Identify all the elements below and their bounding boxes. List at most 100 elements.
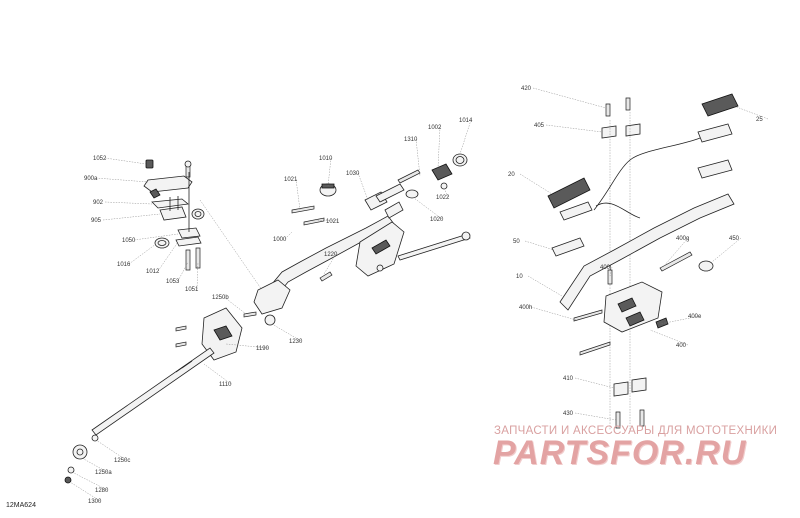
part-housing-boss bbox=[376, 264, 384, 272]
assembly-axis bbox=[199, 199, 263, 291]
part-410-clamp-a bbox=[613, 381, 629, 397]
callout-label-50: 50 bbox=[513, 239, 520, 245]
part-column-joint bbox=[253, 279, 291, 315]
callout-label-1051: 1051 bbox=[185, 287, 199, 293]
callout-leader bbox=[284, 231, 293, 240]
part-1220-bolt bbox=[319, 271, 333, 282]
callout-label-1012: 1012 bbox=[146, 269, 160, 275]
callout-leader bbox=[711, 237, 742, 263]
callout-leader bbox=[69, 481, 101, 502]
callout-leader bbox=[196, 261, 199, 290]
callout-label-450: 450 bbox=[729, 236, 740, 242]
part-1052-nut bbox=[145, 159, 154, 169]
callout-leader bbox=[649, 329, 689, 346]
callout-label-1021: 1021 bbox=[284, 177, 298, 183]
callout-label-1030: 1030 bbox=[346, 171, 360, 177]
part-450-cap bbox=[698, 260, 714, 272]
part-1250c-nut bbox=[91, 434, 99, 442]
right-handlebar-assembly bbox=[547, 93, 739, 430]
callout-leader bbox=[545, 124, 603, 133]
callout-leader bbox=[157, 241, 179, 272]
callout-label-25: 25 bbox=[756, 117, 763, 123]
callout-label-1016: 1016 bbox=[117, 262, 131, 268]
part-1250a-ball-joint-hole bbox=[76, 448, 84, 456]
part-1110-shaft bbox=[91, 347, 215, 436]
callout-leader bbox=[95, 177, 149, 183]
part-1002-clamp bbox=[431, 163, 453, 181]
part-400-detail-a bbox=[617, 297, 637, 313]
callout-leader bbox=[104, 157, 147, 165]
callout-leader bbox=[225, 343, 269, 349]
part-400e-spring bbox=[655, 317, 669, 329]
callout-label-400e: 400e bbox=[688, 314, 702, 320]
part-50-insert bbox=[551, 237, 585, 257]
callout-label-1190: 1190 bbox=[256, 346, 270, 352]
callout-label-400h: 400h bbox=[519, 305, 532, 311]
callout-leader bbox=[519, 173, 553, 195]
part-405-clamp-a bbox=[601, 125, 617, 139]
callout-label-1053: 1053 bbox=[166, 279, 180, 285]
callout-label-1250c: 1250c bbox=[114, 458, 130, 464]
callout-label-1052: 1052 bbox=[93, 156, 107, 162]
part-tie-rod-end bbox=[461, 231, 471, 241]
callout-labels: 1052900a90290510501010103013101002101410… bbox=[84, 86, 763, 505]
callout-label-902: 902 bbox=[93, 200, 104, 206]
part-405-clamp-b bbox=[625, 123, 641, 137]
part-1021-bolt-a bbox=[291, 205, 315, 214]
callout-label-410: 410 bbox=[563, 376, 574, 382]
callout-leader bbox=[663, 237, 689, 267]
part-grip-insert bbox=[697, 159, 733, 179]
part-bolt-lower bbox=[579, 341, 611, 356]
part-1230-bushing bbox=[264, 314, 276, 326]
callout-leader bbox=[128, 243, 157, 265]
callout-label-1021: 1021 bbox=[326, 219, 340, 225]
callout-label-905: 905 bbox=[91, 218, 102, 224]
part-20-grip bbox=[547, 177, 591, 209]
callout-label-1250b: 1250b bbox=[212, 295, 229, 301]
callout-label-420: 420 bbox=[521, 86, 532, 92]
part-1021-bolt-b bbox=[303, 217, 325, 226]
part-grip-sleeve bbox=[559, 201, 593, 221]
callout-label-1250a: 1250a bbox=[95, 470, 112, 476]
part-900a-bracket bbox=[143, 175, 193, 193]
part-small-bolt-a bbox=[175, 325, 187, 332]
part-420-bolt-b bbox=[625, 97, 631, 111]
part-1014-ring-hole bbox=[455, 156, 465, 164]
callout-leaders bbox=[69, 87, 769, 502]
callout-leader bbox=[177, 261, 189, 282]
callout-leader bbox=[459, 119, 472, 155]
callout-leader bbox=[413, 197, 443, 220]
part-400h-bolt bbox=[573, 309, 603, 322]
part-25-grip-sleeve bbox=[697, 123, 733, 143]
callout-leader bbox=[532, 87, 607, 109]
callout-leader bbox=[323, 253, 337, 275]
callout-label-1110: 1110 bbox=[219, 382, 232, 388]
callout-label-430: 430 bbox=[563, 411, 574, 417]
part-905-clamp bbox=[159, 206, 187, 221]
callout-label-1310: 1310 bbox=[404, 137, 418, 143]
callout-label-10: 10 bbox=[516, 274, 523, 280]
callout-leader bbox=[574, 412, 617, 421]
callout-label-1002: 1002 bbox=[428, 125, 442, 131]
callout-leader bbox=[95, 439, 127, 461]
callout-label-1014: 1014 bbox=[459, 118, 473, 124]
callout-leader bbox=[437, 126, 441, 169]
callout-label-405: 405 bbox=[534, 123, 545, 129]
part-switch-cable bbox=[595, 202, 641, 219]
callout-leader bbox=[203, 363, 232, 385]
part-1051-bolt bbox=[195, 247, 201, 269]
callout-leader bbox=[315, 219, 339, 222]
callout-leader bbox=[71, 471, 108, 491]
reference-code: 12MA624 bbox=[6, 502, 36, 509]
part-1190-detail bbox=[213, 325, 233, 341]
callout-label-1220: 1220 bbox=[324, 252, 338, 258]
callout-leader bbox=[295, 178, 301, 211]
part-small-bolt-b bbox=[175, 341, 187, 348]
part-10-handlebar bbox=[559, 193, 735, 311]
callout-label-1050: 1050 bbox=[122, 238, 136, 244]
part-1016-ring-hole bbox=[157, 240, 167, 246]
callout-label-1010: 1010 bbox=[319, 156, 333, 162]
callout-leader bbox=[102, 213, 161, 221]
part-400-detail-b bbox=[625, 311, 645, 327]
part-420-bolt-a bbox=[605, 103, 611, 117]
